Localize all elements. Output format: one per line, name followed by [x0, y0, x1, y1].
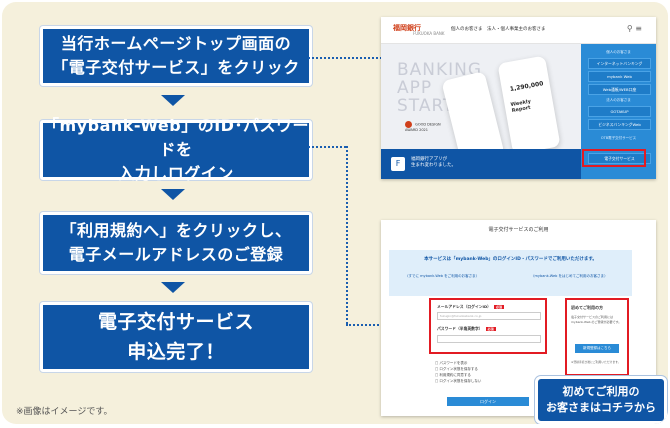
banner-line: 福岡銀行アプリが [411, 157, 447, 162]
step-1-box: 当行ホームページトップ画面の 「電子交付サービス」をクリック [40, 26, 312, 86]
connector-line [346, 146, 348, 324]
step-2-line-1: 「mybank-Web」のID･パスワードを [43, 116, 309, 159]
password-label-text: パスワード（半角英数字） [437, 326, 483, 331]
option-item[interactable]: □ 利用規約に同意する [435, 373, 471, 377]
option-item[interactable]: □ パスワードを表示 [435, 361, 468, 365]
badge-line: GOOD DESIGN [415, 122, 441, 127]
step-3-line-1: 「利用規約へ」をクリックし、 [60, 221, 292, 240]
highlight-box [582, 149, 646, 167]
email-label-text: メールアドレス（ログインID） [437, 304, 491, 309]
banner-text: 福岡銀行アプリが 生まれ変わりました。 [411, 157, 456, 169]
hero-text-line: BANKING [397, 60, 483, 80]
side-button-mybank-web[interactable]: mybank Web [588, 71, 651, 82]
register-button[interactable]: 新規登録はこちら [575, 344, 619, 353]
step-1-line-2: 「電子交付サービス」をクリック [52, 58, 300, 77]
bank-logo-sub: FUKUOKA BANK [413, 31, 445, 36]
step-4-line-2: 申込完了！ [127, 341, 225, 363]
step-3-line-2: 電子メールアドレスのご登録 [68, 245, 284, 264]
step-4-box: 電子交付サービス 申込完了！ [40, 302, 312, 372]
first-time-note: ※登録手続き後にご利用いただけます。 [571, 360, 621, 364]
hero-text: BANKING APP START! [397, 61, 482, 115]
email-field[interactable]: fukugin@fukuokabank.co.jp [437, 312, 541, 320]
left-subtitle: 〈すでに mybank-Web をご利用のお客さま〉 [405, 274, 480, 278]
intro-bar [389, 250, 632, 296]
callout-line-1: 初めてご利用の [562, 385, 640, 398]
search-menu-icon[interactable]: ⚲ ≡ [626, 24, 642, 33]
side-button-gotakup[interactable]: GOTAKUP [588, 106, 651, 117]
option-item[interactable]: □ ログイン状態を保存しない [435, 379, 482, 383]
option-label: パスワードを表示 [439, 361, 468, 365]
homepage-screenshot: 福岡銀行 FUKUOKA BANK 個人のお客さま 法人・個人事業主のお客さま … [381, 17, 656, 179]
first-time-box: 初めてご利用の方 電子交付サービスのご利用には mybank-Web のご登録が… [565, 298, 629, 376]
password-label: パスワード（半角英数字）必須 [437, 326, 496, 332]
down-arrow-icon [161, 282, 185, 293]
right-subtitle: 〈mybank-Web をはじめてご利用のお客さま〉 [531, 274, 608, 278]
side-button-business-banking[interactable]: ビジネスバンキングWeb [588, 119, 651, 130]
bank-logo[interactable]: 福岡銀行 [393, 24, 421, 32]
phone-weekly: Weekly Report [510, 99, 532, 114]
login-button[interactable]: ログイン [447, 397, 529, 406]
side-button-internet-banking[interactable]: インターネットバンキング [588, 58, 651, 69]
step-3-box: 「利用規約へ」をクリックし、 電子メールアドレスのご登録 [40, 212, 312, 274]
side-button-web-passbook[interactable]: Web通帳/WEB口座 [588, 84, 651, 95]
hero-text-line: APP [397, 78, 433, 98]
required-badge: 必須 [485, 327, 496, 331]
hero-text-line: START! [397, 96, 463, 116]
option-label: ログイン状態を保存しない [439, 379, 482, 383]
side-button-e-delivery[interactable]: 電子交付サービス [588, 153, 651, 164]
login-screenshot: 電子交付サービスのご利用 本サービスは「mybank-Web」のログインID・パ… [381, 220, 656, 416]
side-caption: OTB電子交付サービス [600, 136, 637, 140]
side-caption: 法人のお客さま [606, 98, 631, 102]
email-label: メールアドレス（ログインID）必須 [437, 304, 504, 310]
step-1-line-1: 当行ホームページトップ画面の [60, 34, 292, 53]
password-field[interactable] [437, 335, 541, 343]
option-item[interactable]: □ ログイン状態を保存する [435, 367, 478, 371]
down-arrow-icon [161, 189, 185, 200]
callout-line-2: お客さまはコチラから [546, 401, 656, 414]
login-options: □ パスワードを表示 □ ログイン状態を保存する □ 利用規約に同意する □ ロ… [435, 360, 481, 384]
image-note: ※画像はイメージです。 [16, 407, 113, 417]
app-logo-icon: F [391, 157, 405, 171]
site-header: 福岡銀行 FUKUOKA BANK 個人のお客さま 法人・個人事業主のお客さま … [381, 17, 656, 44]
app-banner[interactable]: F 福岡銀行アプリが 生まれ変わりました。 [381, 149, 581, 179]
option-label: 利用規約に同意する [439, 373, 471, 377]
down-arrow-icon [161, 95, 185, 106]
award-icon [405, 121, 412, 128]
option-label: ログイン状態を保存する [439, 367, 478, 371]
step-2-line-2: 入力しログイン [118, 164, 234, 183]
banner-line: 生まれ変わりました。 [411, 163, 456, 168]
phone-amount: 1,290,000 [509, 80, 544, 94]
award-badge: GOOD DESIGN AWARD 2021 [405, 121, 441, 132]
first-time-desc: 電子交付サービスのご利用には mybank-Web のご登録が必要です。 [571, 315, 622, 324]
side-menu: 個人のお客さま インターネットバンキング mybank Web Web通帳/WE… [581, 44, 656, 179]
first-time-callout: 初めてご利用の お客さまはコチラから [535, 376, 667, 424]
step-4-line-1: 電子交付サービス [97, 311, 254, 333]
side-caption: 個人のお客さま [606, 50, 631, 54]
login-form: メールアドレス（ログインID）必須 fukugin@fukuokabank.co… [429, 298, 547, 354]
intro-text: 本サービスは「mybank-Web」のログインID・パスワードでご利用いただけま… [424, 257, 597, 262]
badge-line: AWARD 2021 [405, 128, 429, 132]
header-nav[interactable]: 個人のお客さま 法人・個人事業主のお客さま [451, 27, 546, 32]
step-2-box: 「mybank-Web」のID･パスワードを 入力しログイン [40, 116, 312, 183]
connector-line [308, 146, 346, 148]
first-time-title: 初めてご利用の方 [571, 305, 603, 310]
required-badge: 必須 [493, 305, 504, 309]
login-page-title: 電子交付サービスのご利用 [488, 227, 549, 233]
